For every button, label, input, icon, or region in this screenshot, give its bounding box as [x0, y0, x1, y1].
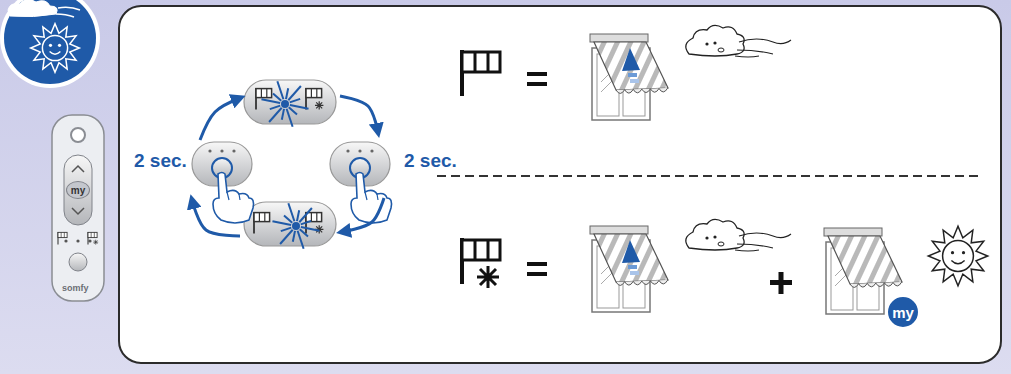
my-position-badge: my [886, 295, 920, 329]
wind-cloud [686, 219, 791, 251]
cycle-arrow [200, 98, 240, 140]
wind-cloud [686, 25, 791, 57]
cycle-arrow [342, 198, 384, 232]
separator [437, 175, 980, 177]
wind-sun-symbol [462, 238, 500, 288]
button-text: my [892, 304, 914, 321]
my-button: my [66, 181, 90, 199]
brand-label: somfy [62, 283, 89, 293]
led-flashing-wind [244, 80, 336, 127]
remote-control [52, 115, 104, 301]
cycle-arrow [340, 96, 378, 132]
cycle-arrow [192, 200, 240, 236]
awning [590, 34, 668, 120]
mode-badge [0, 0, 100, 88]
panel [119, 6, 1001, 363]
plus-sign [770, 272, 792, 294]
sun [928, 226, 987, 285]
equals-sign [527, 262, 547, 276]
duration-label: 2 sec. [134, 150, 187, 172]
pressing-hand [213, 173, 254, 224]
button-text: my [71, 185, 85, 196]
equals-sign [527, 72, 547, 86]
duration-label: 2 sec. [404, 150, 457, 172]
wind-symbol [462, 50, 500, 96]
awning [590, 226, 668, 312]
led-flashing-wind-sun [244, 202, 336, 249]
pressing-hand [351, 173, 392, 224]
